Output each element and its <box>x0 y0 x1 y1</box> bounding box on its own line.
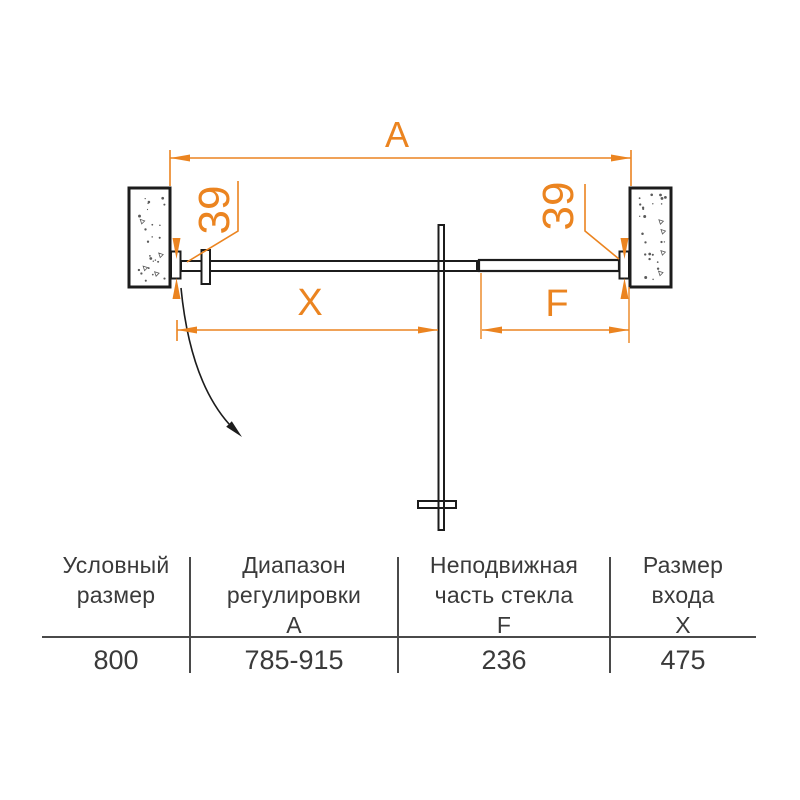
dimension-a <box>169 150 632 186</box>
dim-f-arrow-left <box>482 326 502 334</box>
callout-arrow-up <box>620 278 629 299</box>
table-separator-3 <box>609 557 611 673</box>
callout-leader-right <box>584 184 620 260</box>
callout-arrow-down <box>620 238 629 259</box>
dim-x-arrow-left <box>177 326 197 334</box>
door-glass-panel <box>180 260 478 272</box>
spec-table-values: 800 785-915 236 475 <box>42 645 756 675</box>
swing-arrowhead <box>226 421 242 437</box>
hinge-bracket <box>200 249 211 285</box>
dimension-x <box>176 320 438 341</box>
wall-right-texture <box>638 193 667 281</box>
profile-dim-left: 39 <box>190 186 239 235</box>
plan-view-drawing: A 39 <box>127 114 673 531</box>
dimension-f <box>480 273 630 343</box>
table-separator-2 <box>397 557 399 673</box>
header-adjust-range-a: Диапазон регулировки А <box>226 552 362 638</box>
wall-left <box>127 186 172 289</box>
door-swing-arc <box>180 287 242 437</box>
dim-f-arrow-right <box>609 326 629 334</box>
wall-right <box>628 186 673 289</box>
spec-table-header: Условный размер Диапазон регулировки А Н… <box>42 548 756 640</box>
wall-profile-left <box>170 250 182 280</box>
profile-callout-left: 39 <box>172 181 239 299</box>
stabilizer-post-foot <box>417 500 457 509</box>
dim-a-arrow-left <box>170 154 190 162</box>
dim-x-label: X <box>297 282 322 324</box>
value-adjust-range-a: 785-915 <box>244 645 344 675</box>
dim-f-label: F <box>545 283 568 325</box>
wall-left-texture <box>137 196 166 282</box>
callout-arrow-down <box>172 238 181 259</box>
header-fixed-glass-f: Неподвижная часть стекла F <box>429 552 579 638</box>
dim-a-arrow-right <box>611 154 631 162</box>
header-entry-size-x: Размер входа X <box>642 552 724 638</box>
callout-leader-left <box>186 181 239 263</box>
profile-dim-right: 39 <box>534 182 583 231</box>
stabilizer-post <box>417 224 457 531</box>
value-entry-size-x: 475 <box>660 645 706 675</box>
header-nominal-size: Условный размер <box>62 552 170 608</box>
profile-callout-right: 39 <box>534 182 629 299</box>
table-divider <box>42 636 756 638</box>
spec-table: Условный размер Диапазон регулировки А Н… <box>42 548 756 678</box>
dim-x-arrow-right <box>418 326 438 334</box>
value-fixed-glass-f: 236 <box>481 645 527 675</box>
stabilizer-post-bar <box>437 224 445 531</box>
fixed-glass-panel <box>477 258 621 273</box>
value-nominal-size: 800 <box>93 645 139 675</box>
dim-a-label: A <box>385 114 409 155</box>
table-separator-1 <box>189 557 191 673</box>
callout-arrow-up <box>172 278 181 299</box>
